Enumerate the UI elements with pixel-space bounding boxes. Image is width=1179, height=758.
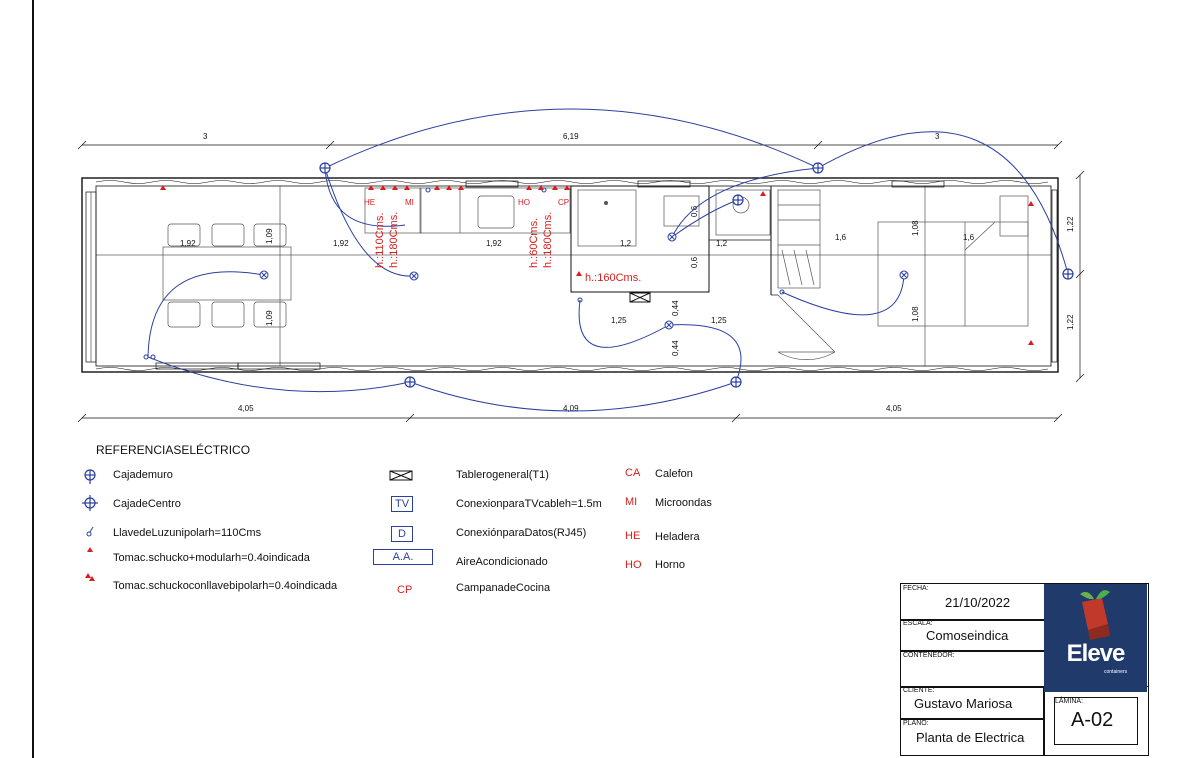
code-ca: CA xyxy=(625,467,641,479)
dim-room-5: 1,2 xyxy=(716,239,728,248)
ho-label: HO xyxy=(518,198,530,207)
logo-subtext: containers xyxy=(1104,669,1128,675)
cliente-cell xyxy=(900,686,1045,720)
lamina-label: LÁMINA: xyxy=(1055,698,1084,705)
lamina-value: A-02 xyxy=(1071,709,1114,731)
dim-right-2: 1,22 xyxy=(1066,314,1075,330)
legend-switch-icon xyxy=(86,526,94,537)
legend-label-horno: Horno xyxy=(655,559,685,571)
eleve-logo: Eleve containers xyxy=(1044,584,1147,692)
bedroom-door xyxy=(777,294,836,360)
dim-room-7: 1,6 xyxy=(963,233,975,242)
logo-text: Eleve xyxy=(1066,640,1126,667)
plano-value: Planta de Electrica xyxy=(916,730,1025,745)
dim-room-17: 1,08 xyxy=(911,306,920,322)
legend-label-data: ConexiónparaDatos(RJ45) xyxy=(456,527,587,539)
data-symbol: D xyxy=(391,526,413,542)
dim-room-3: 1,92 xyxy=(486,239,502,248)
code-ho: HO xyxy=(625,559,642,571)
fecha-label: FECHA: xyxy=(903,585,929,592)
mi-label: MI xyxy=(405,198,414,207)
outlets xyxy=(160,185,1034,345)
logo-leaf-icon xyxy=(1080,590,1110,640)
bathroom xyxy=(570,185,771,293)
legend-label-wall-box: Cajademuro xyxy=(113,469,173,481)
legend-label-switch: LlavedeLuzunipolarh=110Cms xyxy=(113,527,262,539)
height-label-60: h.:60Cms. xyxy=(528,218,540,268)
dim-top-3: 3 xyxy=(935,132,940,141)
code-mi: MI xyxy=(625,496,638,508)
legend-title: REFERENCIASELÉCTRICO xyxy=(96,443,251,457)
legend-center-box-icon xyxy=(82,495,98,511)
fecha-value: 21/10/2022 xyxy=(945,595,1011,610)
center-boxes xyxy=(259,232,909,330)
dim-room-1: 1,92 xyxy=(180,239,196,248)
wall-boxes xyxy=(319,162,1074,388)
plano-label: PLANO: xyxy=(903,720,929,727)
legend-label-heladera: Heladera xyxy=(655,531,700,543)
cliente-value: Gustavo Mariosa xyxy=(914,696,1013,711)
wardrobe xyxy=(771,189,821,296)
dim-right-1: 1,22 xyxy=(1066,216,1075,232)
contenedor-label: CONTENEDOR: xyxy=(903,652,955,659)
bed xyxy=(877,195,1029,327)
aa-symbol: A.A. xyxy=(373,549,433,565)
dining-table xyxy=(162,223,292,328)
legend-wall-box-icon xyxy=(84,469,96,484)
light-switches xyxy=(143,187,785,360)
legend-label-outlet-switch: Tomac.schuckoconllavebipolarh=0.4oindica… xyxy=(113,580,338,592)
legend-label-outlet: Tomac.schucko+modularh=0.4oindicada xyxy=(113,552,310,564)
legend-label-microondas: Microondas xyxy=(655,497,712,509)
dim-room-16: 1,08 xyxy=(911,220,920,236)
height-label-110: h.:110Cms. xyxy=(374,213,386,268)
dim-room-2: 1,92 xyxy=(333,239,349,248)
legend-label-panel: Tablerogeneral(T1) xyxy=(456,469,549,481)
code-he: HE xyxy=(625,530,641,542)
dim-top-1: 3 xyxy=(203,132,208,141)
dim-bottom-3: 4,05 xyxy=(886,404,902,413)
escala-value: Comoseindica xyxy=(926,628,1009,643)
legend-symbols xyxy=(82,469,413,581)
dim-bottom-2: 4,09 xyxy=(563,404,579,413)
legend-label-tv: ConexionparaTVcableh=1.5m xyxy=(456,498,602,510)
dim-room-8: 1,25 xyxy=(611,316,627,325)
legend-outlet-switch-icon xyxy=(85,573,95,581)
he-label: HE xyxy=(364,198,375,207)
top-dimension-line xyxy=(77,140,1063,150)
tv-symbol: TV xyxy=(391,496,413,512)
dim-room-15: 0,44 xyxy=(671,340,680,356)
electrical-panel xyxy=(629,292,651,303)
legend-outlet-icon xyxy=(87,547,93,552)
dim-room-13: 0,6 xyxy=(690,256,699,268)
escala-label: ESCALA: xyxy=(903,620,933,627)
legend-panel-icon xyxy=(389,470,413,481)
legend-label-calefon: Calefon xyxy=(655,468,693,480)
drawing-frame xyxy=(32,0,1179,758)
container-walls xyxy=(81,177,1059,373)
legend-label-center-box: CajadeCentro xyxy=(113,498,181,510)
dim-room-11: 1,09 xyxy=(265,310,274,326)
dim-room-10: 1,09 xyxy=(265,228,274,244)
bottom-dimension-line xyxy=(77,413,1063,423)
lamina-box xyxy=(1054,697,1138,745)
dim-top-2: 6,19 xyxy=(563,132,579,141)
dim-room-12: 0,6 xyxy=(690,205,699,217)
cp-symbol: CP xyxy=(397,584,413,596)
dim-room-6: 1,6 xyxy=(835,233,847,242)
height-label-160: h.:160Cms. xyxy=(585,272,641,284)
height-label-180b: h.:180Cms. xyxy=(542,212,554,268)
legend-label-aa: AireAcondicionado xyxy=(456,556,548,568)
dim-bottom-1: 4,05 xyxy=(238,404,254,413)
dim-room-9: 1,25 xyxy=(711,316,727,325)
height-label-180a: h.:180Cms. xyxy=(388,212,400,268)
dim-room-14: 0,44 xyxy=(671,300,680,316)
cliente-label: CLIENTE: xyxy=(903,687,935,694)
circuit-wiring xyxy=(147,108,1069,412)
legend-label-hood: CampanadeCocina xyxy=(456,582,551,594)
cp-label: CP xyxy=(558,198,569,207)
dim-room-4: 1,2 xyxy=(620,239,632,248)
right-dimension-line xyxy=(1075,170,1085,383)
kitchen-counter xyxy=(364,187,571,234)
